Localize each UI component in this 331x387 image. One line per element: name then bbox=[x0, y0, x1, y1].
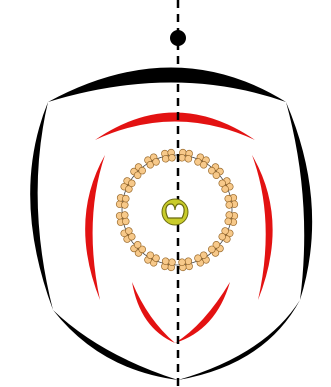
sepal-left bbox=[30, 102, 53, 310]
petal-top bbox=[95, 113, 255, 141]
petal-bottom-left bbox=[132, 282, 175, 343]
petal-left bbox=[85, 155, 105, 300]
gynoecium bbox=[162, 199, 188, 225]
sepal-bottom-right bbox=[178, 300, 300, 380]
sepal-top bbox=[48, 68, 286, 103]
petal-bottom-right bbox=[175, 282, 230, 343]
axis-point-icon bbox=[170, 30, 186, 46]
petal-right bbox=[252, 155, 273, 300]
sepal-bottom-left bbox=[53, 310, 178, 380]
sepal-right bbox=[286, 102, 312, 300]
